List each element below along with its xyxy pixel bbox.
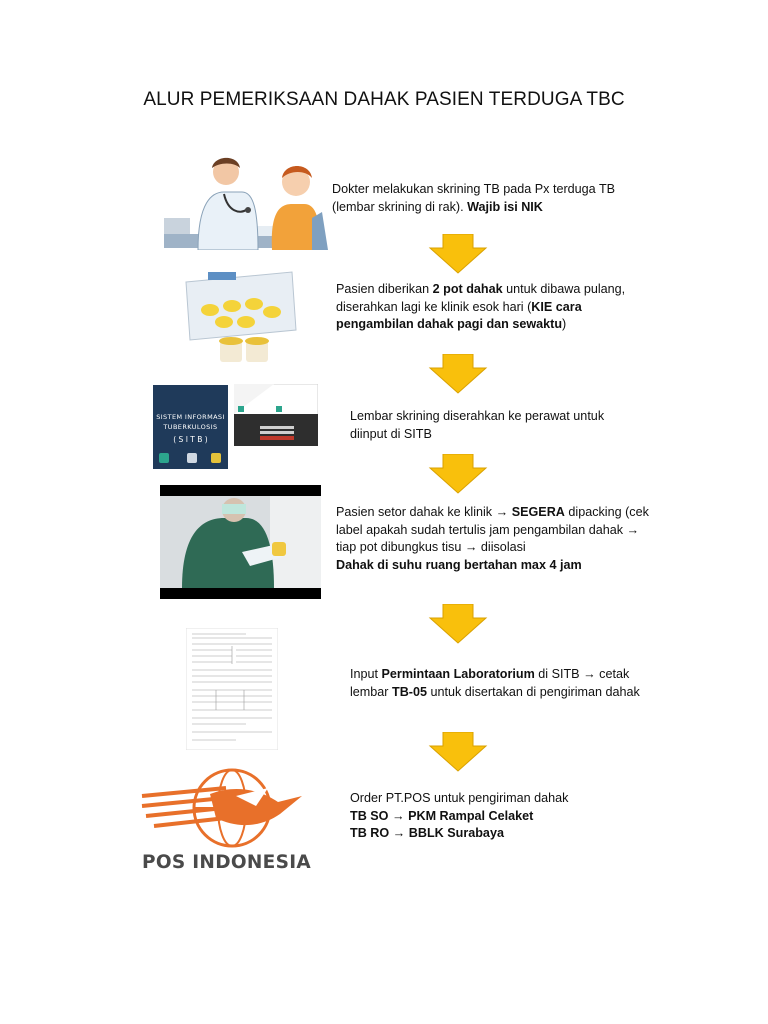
down-arrow-icon	[428, 732, 488, 772]
nurse-packing-video[interactable]	[160, 485, 321, 599]
step-line: Dokter melakukan skrining TB pada Px ter…	[332, 181, 615, 199]
text-segment: lembar	[350, 684, 392, 699]
step-4-text: Pasien setor dahak ke klinik → SEGERA di…	[336, 504, 649, 574]
bold-segment: 2 pot dahak	[432, 282, 503, 296]
text-segment: Lembar skrining diserahkan ke perawat un…	[350, 409, 605, 423]
bold-segment: Dahak di suhu ruang bertahan max 4 jam	[336, 557, 582, 572]
text-segment: di SITB → cetak	[534, 667, 630, 681]
doctor-patient-illustration	[164, 157, 328, 250]
step-line: Lembar skrining diserahkan ke perawat un…	[350, 408, 604, 426]
bold-segment: SEGERA	[511, 505, 565, 519]
step-line: tiap pot dibungkus tisu → diisolasi	[336, 539, 649, 557]
down-arrow-icon	[428, 234, 488, 274]
sitb-cover-image: SISTEM INFORMASI TUBERKULOSIS ( S I T B …	[153, 385, 228, 469]
down-arrow-icon	[428, 354, 488, 394]
step-1-text: Dokter melakukan skrining TB pada Px ter…	[332, 181, 615, 216]
step-line: diserahkan lagi ke klinik esok hari (KIE…	[336, 299, 625, 317]
sitb-login-screenshot	[234, 384, 318, 446]
step-line: TB SO → PKM Rampal Celaket	[350, 808, 568, 826]
pos-indonesia-wordmark: POS INDONESIA	[142, 852, 312, 873]
text-segment: Input	[350, 667, 382, 681]
bold-segment: Permintaan Laboratorium	[381, 667, 535, 681]
text-segment: )	[562, 317, 567, 331]
step-line: Order PT.POS untuk pengiriman dahak	[350, 790, 568, 808]
step-2-text: Pasien diberikan 2 pot dahak untuk dibaw…	[336, 281, 625, 334]
text-segment: untuk disertakan di pengiriman dahak	[427, 684, 640, 699]
bold-segment: TB SO → PKM Rampal Celaket	[350, 808, 534, 823]
bold-segment: TB-05	[392, 684, 427, 699]
sitb-line-1: SISTEM INFORMASI	[156, 413, 225, 421]
bold-segment: pengambilan dahak pagi dan sewaktu	[336, 317, 563, 331]
bold-segment: Wajib isi NIK	[467, 199, 543, 214]
tbc-logo-icon	[211, 453, 221, 463]
pos-indonesia-logo	[141, 768, 302, 848]
tb05-form-image	[186, 628, 278, 750]
text-segment: Dokter melakukan skrining TB pada Px ter…	[332, 182, 616, 196]
sputum-pots-image	[185, 271, 297, 362]
text-segment: tiap pot dibungkus tisu → diisolasi	[336, 540, 526, 554]
kemenkes-logo-icon	[159, 453, 169, 463]
sitb-line-3: ( S I T B )	[173, 435, 208, 444]
step-line: lembar TB-05 untuk disertakan di pengiri…	[350, 684, 640, 702]
text-segment: diinput di SITB	[350, 426, 432, 441]
text-segment: untuk dibawa pulang,	[502, 282, 626, 296]
partner-logo-icon	[187, 453, 197, 463]
step-3-text: Lembar skrining diserahkan ke perawat un…	[350, 408, 604, 443]
text-segment: Pasien setor dahak ke klinik →	[336, 505, 512, 519]
text-segment: diserahkan lagi ke klinik esok hari (	[336, 299, 532, 314]
down-arrow-icon	[428, 454, 488, 494]
step-line: Input Permintaan Laboratorium di SITB → …	[350, 666, 640, 684]
sitb-logos	[159, 453, 222, 463]
step-5-text: Input Permintaan Laboratorium di SITB → …	[350, 666, 640, 701]
text-segment: Order PT.POS untuk pengiriman dahak	[350, 791, 569, 805]
step-line: pengambilan dahak pagi dan sewaktu)	[336, 316, 625, 334]
step-line: TB RO → BBLK Surabaya	[350, 825, 568, 843]
text-segment: Pasien diberikan	[336, 282, 433, 296]
step-line: Pasien setor dahak ke klinik → SEGERA di…	[336, 504, 649, 522]
down-arrow-icon	[428, 604, 488, 644]
step-line: label apakah sudah tertulis jam pengambi…	[336, 522, 649, 540]
nurse-video-frame	[160, 496, 321, 588]
step-line: diinput di SITB	[350, 426, 604, 444]
step-line: Dahak di suhu ruang bertahan max 4 jam	[336, 557, 649, 575]
text-segment: label apakah sudah tertulis jam pengambi…	[336, 522, 640, 537]
step-line: (lembar skrining di rak). Wajib isi NIK	[332, 199, 615, 217]
step-line: Pasien diberikan 2 pot dahak untuk dibaw…	[336, 281, 625, 299]
bold-segment: KIE cara	[531, 299, 582, 314]
text-segment: (lembar skrining di rak).	[332, 199, 468, 214]
text-segment: dipacking (cek	[564, 505, 649, 519]
step-6-text: Order PT.POS untuk pengiriman dahak TB SO…	[350, 790, 568, 843]
bold-segment: TB RO → BBLK Surabaya	[350, 826, 504, 840]
sitb-line-2: TUBERKULOSIS	[163, 423, 218, 431]
page-title: ALUR PEMERIKSAAN DAHAK PASIEN TERDUGA TB…	[143, 89, 625, 110]
